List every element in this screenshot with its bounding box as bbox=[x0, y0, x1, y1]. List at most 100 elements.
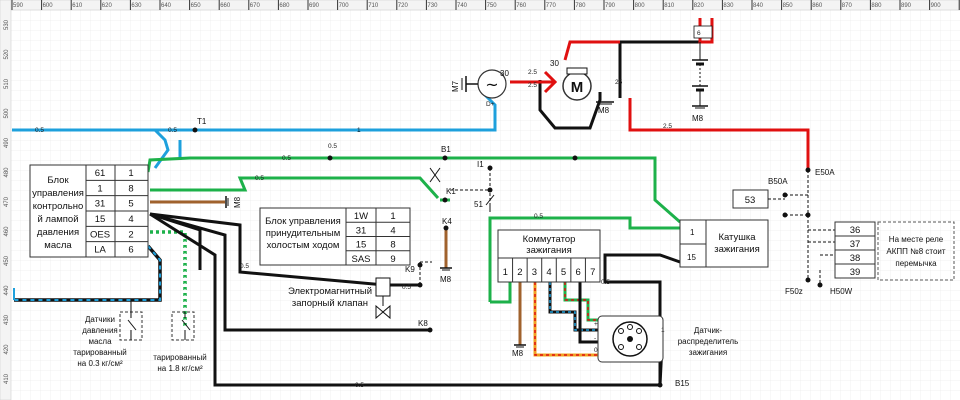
blue-wire-main bbox=[12, 128, 170, 169]
svg-text:0.5: 0.5 bbox=[168, 127, 177, 134]
ruler-tick-label: 860 bbox=[812, 3, 823, 9]
idle-pin-name: 15 bbox=[356, 240, 367, 251]
commutator-pin: 7 bbox=[590, 267, 595, 278]
ruler-tick-label: 740 bbox=[457, 3, 468, 9]
distributor-label-line: зажигания bbox=[689, 348, 727, 357]
oil-sensor-1 bbox=[119, 300, 143, 341]
ruler-tick-label: 420 bbox=[4, 344, 10, 355]
red-wire-25 bbox=[628, 98, 810, 170]
generator-symbol-icon: ~ bbox=[485, 75, 498, 94]
node-k4: K4 bbox=[442, 217, 452, 226]
ruler-tick-label: 790 bbox=[605, 3, 616, 9]
svg-text:1: 1 bbox=[661, 327, 665, 334]
ruler-tick-label: 610 bbox=[72, 3, 83, 9]
coil-title-1: Катушка bbox=[718, 232, 756, 243]
ruler-tick-label: 730 bbox=[427, 3, 438, 9]
ruler-tick-label: 590 bbox=[13, 3, 24, 9]
node-m8-starter: M8 bbox=[598, 106, 610, 115]
ruler-tick-label: 470 bbox=[4, 196, 10, 207]
ruler-tick-label: 480 bbox=[4, 167, 10, 178]
commutator-pin: 5 bbox=[561, 267, 566, 278]
ruler-tick-label: 690 bbox=[309, 3, 320, 9]
svg-text:2.5: 2.5 bbox=[528, 69, 537, 76]
commutator-pin: 3 bbox=[532, 267, 537, 278]
ruler-tick-label: 760 bbox=[516, 3, 527, 9]
ruler-tick-label: 660 bbox=[220, 3, 231, 9]
oil-pin-name: 31 bbox=[95, 199, 106, 210]
ruler-tick-label: 850 bbox=[783, 3, 794, 9]
ground-symbols bbox=[225, 196, 526, 348]
svg-text:0.5: 0.5 bbox=[601, 279, 610, 286]
idle-block-title-line: холостым ходом bbox=[267, 240, 340, 251]
ruler-tick-label: 710 bbox=[368, 3, 379, 9]
svg-text:1: 1 bbox=[357, 127, 361, 134]
valve-label-2: запорный клапан bbox=[292, 298, 368, 309]
idle-pin-number: 8 bbox=[390, 240, 395, 251]
ruler-tick-label: 770 bbox=[546, 3, 557, 9]
node-f50z: F50z bbox=[785, 287, 803, 296]
idle-block-title-line: принудительным bbox=[266, 228, 341, 239]
black-wire-branch bbox=[149, 212, 202, 270]
relay-pin: 39 bbox=[850, 267, 861, 278]
ruler-tick-label: 670 bbox=[250, 3, 261, 9]
distributor-label-line: распределитель bbox=[678, 337, 739, 346]
oil-block-title-line: давления bbox=[37, 227, 79, 238]
blue-dotted-la-wire bbox=[14, 245, 161, 301]
commutator-pin: 6 bbox=[576, 267, 581, 278]
node-k1: K1 bbox=[446, 187, 456, 196]
coil-title-2: зажигания bbox=[714, 244, 760, 255]
node-b1: B1 bbox=[441, 145, 451, 154]
relay-pin: 36 bbox=[850, 225, 861, 236]
junction-dots bbox=[192, 127, 823, 388]
motor-symbol-icon: M bbox=[571, 79, 584, 96]
ruler-tick-label: 620 bbox=[102, 3, 113, 9]
ruler-tick-label: 880 bbox=[871, 3, 882, 9]
node-t1: T1 bbox=[197, 117, 207, 126]
oil-pin-name: 1 bbox=[97, 183, 102, 194]
idle-pin-number: 4 bbox=[390, 225, 395, 236]
blue-wires bbox=[12, 93, 497, 169]
oil-pin-number: 6 bbox=[128, 245, 133, 256]
oil-block-title-line: масла bbox=[44, 240, 72, 251]
node-dplus: D+ bbox=[486, 101, 495, 108]
idle-pin-name: 31 bbox=[356, 225, 367, 236]
coil-pin-1: 1 bbox=[690, 228, 695, 237]
sensor1-label-line: на 0.3 кг/см² bbox=[77, 359, 123, 368]
oil-block-title-line: й лампой bbox=[37, 214, 78, 225]
black-wire-b15 bbox=[149, 212, 660, 387]
green-wire-to-coil bbox=[146, 156, 681, 224]
wire-size-labels: 0.5 0.5 1 0.5 0.5 0.5 0.5 0.5 0.5 0.5 0.… bbox=[35, 59, 672, 389]
black-wire-coil15 bbox=[603, 253, 681, 385]
ruler-tick-label: 750 bbox=[487, 3, 498, 9]
ruler-tick-label: 900 bbox=[931, 3, 942, 9]
ruler-tick-label: 830 bbox=[723, 3, 734, 9]
relay-note-line-3: перемычка bbox=[895, 259, 937, 268]
node-labels: T1 B1 I1 K1 51 K4 K9 K8 B15 B50A E50A F5… bbox=[197, 80, 853, 388]
svg-text:0: 0 bbox=[594, 347, 598, 354]
ruler-tick-label: 700 bbox=[339, 3, 350, 9]
svg-text:53: 53 bbox=[745, 195, 756, 206]
ruler-tick-label: 870 bbox=[842, 3, 853, 9]
node-i1: I1 bbox=[477, 160, 484, 169]
sensor1-label-line: Датчики bbox=[85, 315, 115, 324]
switch-k1 bbox=[429, 167, 441, 183]
commutator-title-line: зажигания bbox=[526, 245, 572, 256]
idle-pin-number: 9 bbox=[390, 254, 395, 265]
ruler-tick-label: 640 bbox=[161, 3, 172, 9]
ruler-tick-label: 460 bbox=[4, 226, 10, 237]
relay-pin: 38 bbox=[850, 253, 861, 264]
oil-pin-name: 15 bbox=[95, 214, 106, 225]
wire-label-6: 6 bbox=[697, 30, 701, 37]
node-m8-idle: M8 bbox=[440, 275, 452, 284]
valve-label-1: Электромагнитный bbox=[288, 286, 372, 297]
starter-motor: M bbox=[562, 67, 614, 105]
ruler-tick-label: 440 bbox=[4, 285, 10, 296]
node-k8: K8 bbox=[418, 319, 428, 328]
oil-pin-name: OES bbox=[90, 229, 110, 240]
idle-pin-name: SAS bbox=[351, 254, 370, 265]
node-m8-comm: M8 bbox=[512, 349, 524, 358]
